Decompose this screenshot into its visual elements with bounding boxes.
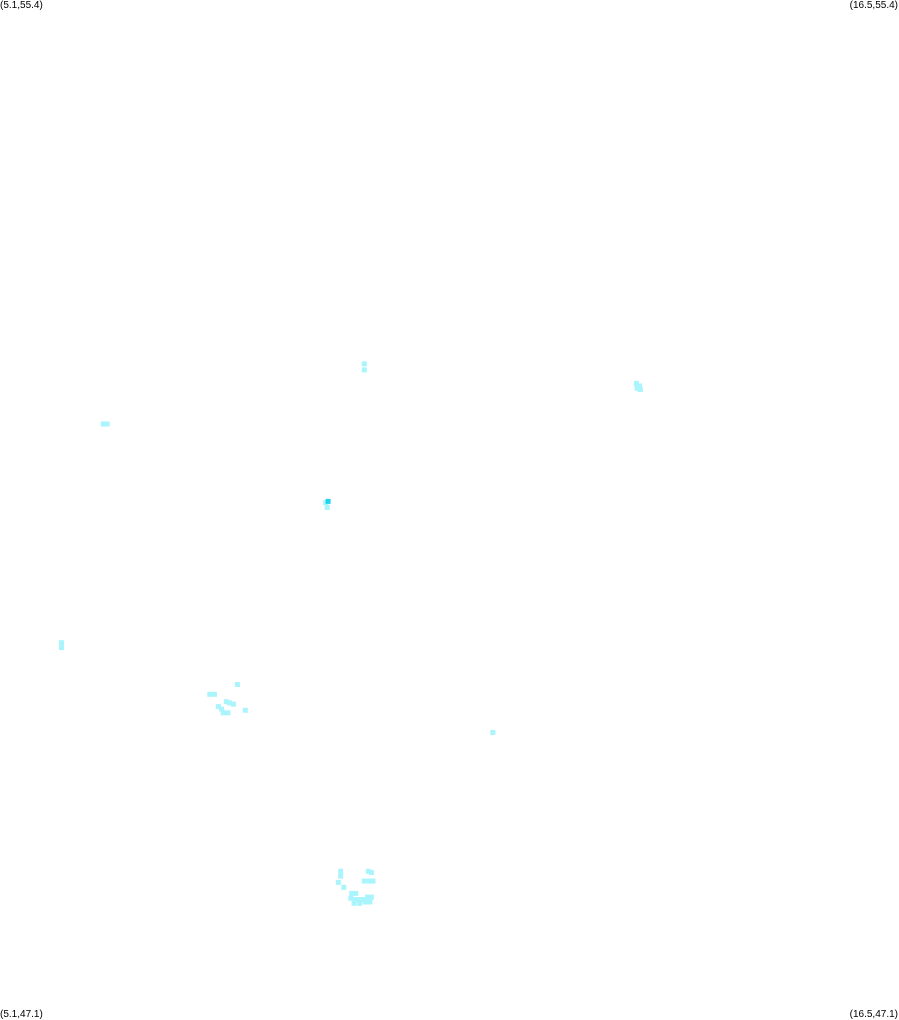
location-point xyxy=(370,878,376,884)
location-point xyxy=(230,701,236,707)
location-point xyxy=(362,899,368,905)
corner-label-top-left: (5.1,55.4) xyxy=(0,0,43,11)
location-point xyxy=(365,894,370,900)
location-point xyxy=(227,700,232,706)
location-point xyxy=(361,367,367,373)
location-point xyxy=(367,899,373,905)
location-point xyxy=(325,498,331,504)
location-point xyxy=(215,704,221,710)
location-point xyxy=(59,640,64,646)
location-point xyxy=(225,710,231,716)
location-point xyxy=(242,707,248,713)
location-point xyxy=(338,873,344,879)
location-point xyxy=(351,900,357,906)
location-point xyxy=(633,380,639,386)
location-point xyxy=(349,890,355,896)
location-point xyxy=(207,691,213,697)
location-point xyxy=(220,710,226,716)
location-point xyxy=(341,884,347,890)
location-point xyxy=(357,897,363,903)
location-point xyxy=(335,879,341,885)
location-point xyxy=(338,868,344,874)
location-point xyxy=(361,361,367,367)
location-point xyxy=(100,421,106,427)
location-point xyxy=(223,699,229,705)
location-point xyxy=(324,505,330,510)
location-point xyxy=(234,682,240,687)
corner-label-bottom-left: (5.1,47.1) xyxy=(0,1009,43,1020)
location-point xyxy=(353,897,359,903)
location-point xyxy=(104,421,110,427)
location-point xyxy=(361,878,367,884)
location-point xyxy=(353,890,359,896)
location-point xyxy=(368,894,374,900)
location-point xyxy=(357,900,363,906)
location-point xyxy=(365,868,371,874)
corner-label-top-right: (16.5,55.4) xyxy=(849,0,898,11)
location-point xyxy=(368,870,374,875)
location-point xyxy=(348,895,354,901)
location-point xyxy=(59,645,64,651)
location-point xyxy=(212,691,217,697)
location-point xyxy=(366,878,372,884)
location-point xyxy=(634,385,640,391)
corner-label-bottom-right: (16.5,47.1) xyxy=(849,1009,898,1020)
location-point xyxy=(490,729,496,735)
location-point xyxy=(219,706,225,712)
location-point xyxy=(637,387,643,393)
